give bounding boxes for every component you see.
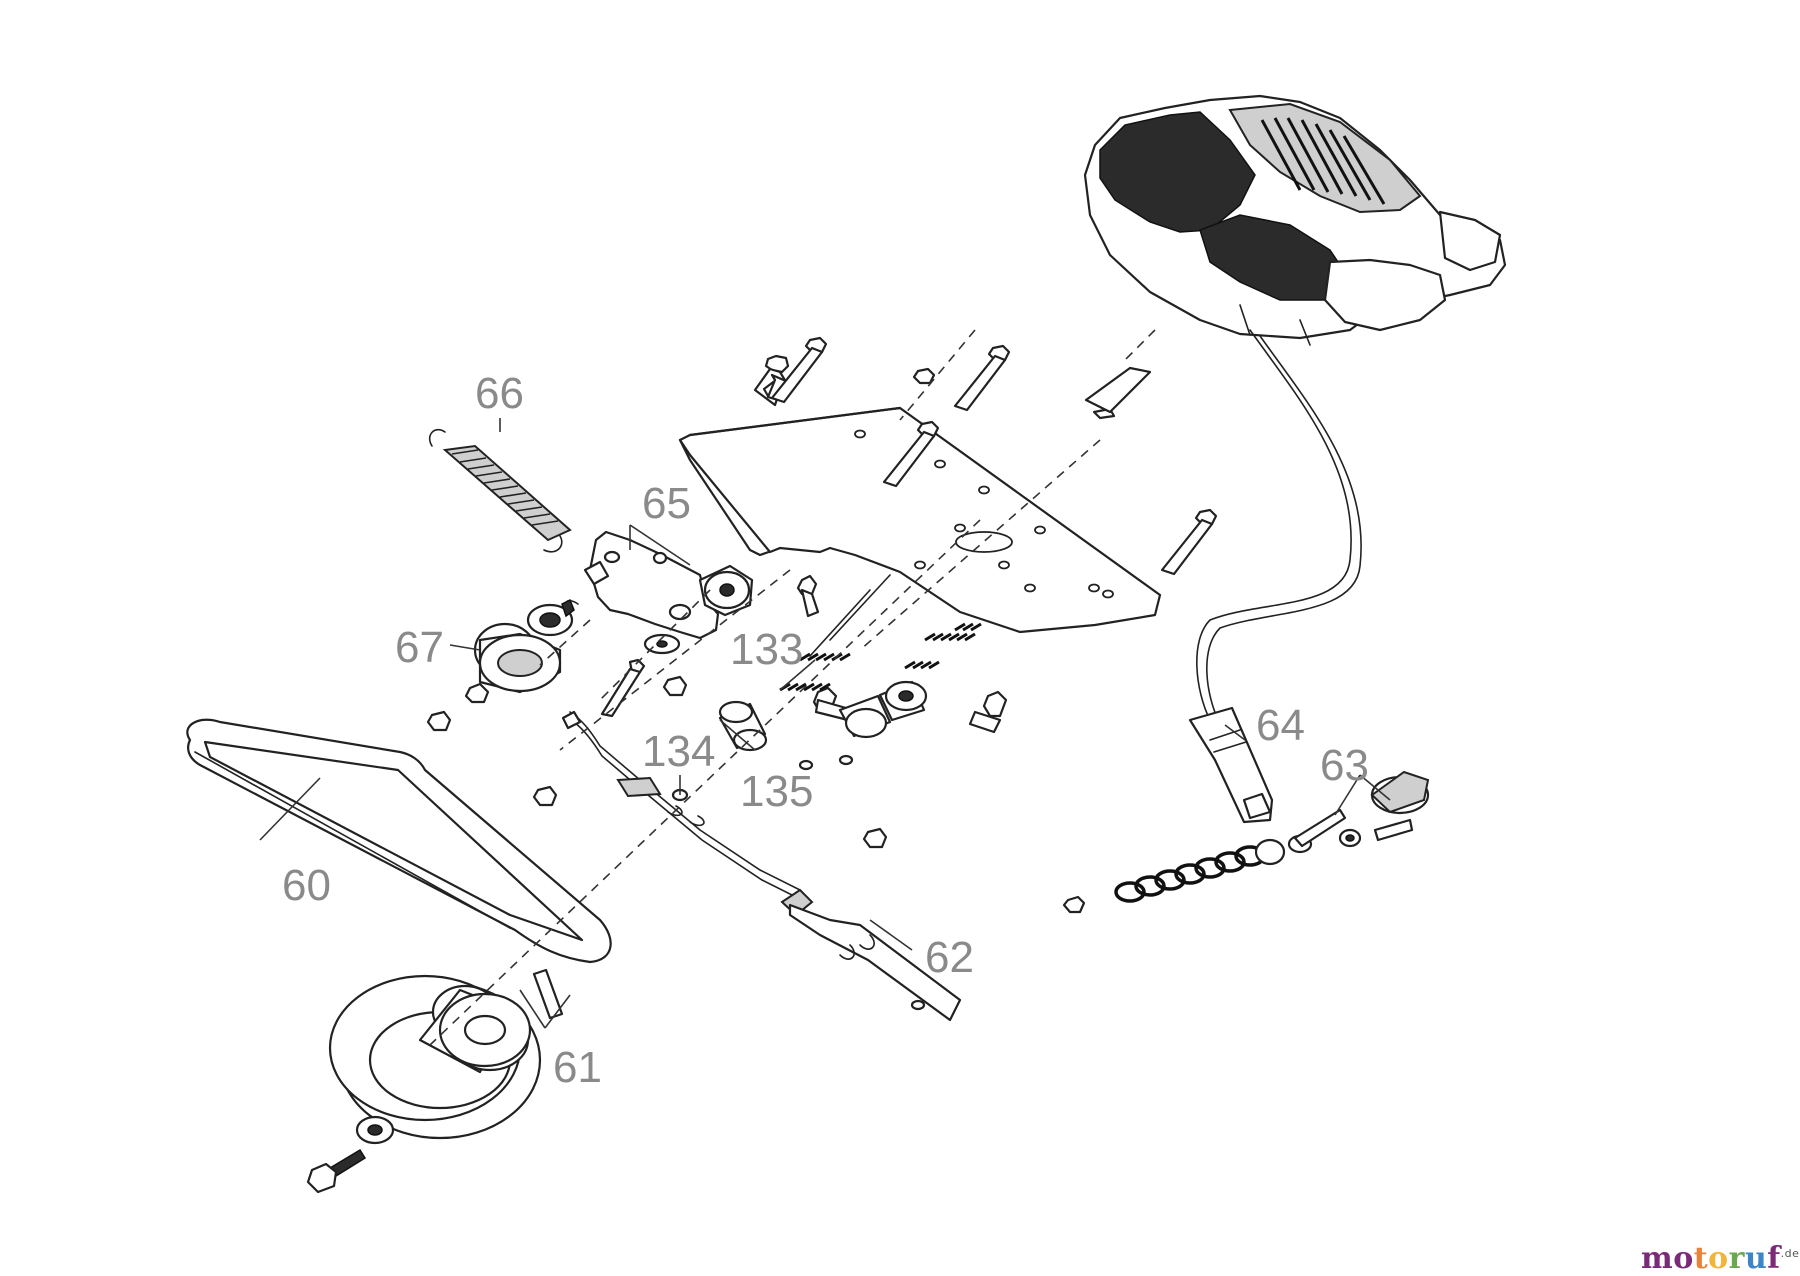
drive-pulley [306, 968, 564, 1194]
idler-pulley [464, 598, 579, 704]
mounting-bolts [753, 336, 1218, 576]
callout-66: 66 [475, 369, 524, 418]
callout-62: 62 [925, 933, 974, 982]
mounting-plate [678, 406, 1162, 634]
callout-60: 60 [282, 861, 331, 910]
watermark-letter: t [1693, 1241, 1709, 1276]
assembly-center-lines [429, 329, 1156, 1046]
watermark-letter: f [1767, 1241, 1781, 1276]
callout-133: 133 [730, 625, 803, 674]
v-belt [186, 718, 612, 964]
tension-spring [428, 428, 572, 553]
throttle-cable [1188, 329, 1362, 824]
idler-arm [583, 530, 754, 655]
watermark-logo: motoruf.de [1641, 1241, 1799, 1276]
clips [671, 754, 854, 802]
callout-61: 61 [553, 1043, 602, 1092]
callout-67: 67 [395, 623, 444, 672]
bushings [718, 680, 928, 752]
callout-65: 65 [642, 479, 691, 528]
watermark-suffix: .de [1780, 1247, 1800, 1260]
watermark-letter: o [1673, 1241, 1694, 1276]
engine [1083, 94, 1507, 346]
watermark-letter: o [1708, 1241, 1729, 1276]
throttle-lever [1114, 770, 1430, 903]
callout-64: 64 [1256, 701, 1305, 750]
watermark-letter: m [1641, 1241, 1674, 1276]
watermark-letter: r [1728, 1241, 1745, 1276]
callout-135: 135 [740, 767, 813, 816]
callout-labels: 66 65 67 133 134 135 60 61 62 64 63 [282, 369, 1369, 1092]
callout-134: 134 [642, 727, 715, 776]
cable-bolts [600, 574, 1008, 734]
watermark-letter: u [1744, 1241, 1768, 1276]
nuts [426, 675, 1086, 914]
callout-leaders [259, 418, 1391, 1029]
control-cable [561, 710, 962, 1022]
callout-63: 63 [1320, 741, 1369, 790]
compression-springs [779, 574, 982, 692]
